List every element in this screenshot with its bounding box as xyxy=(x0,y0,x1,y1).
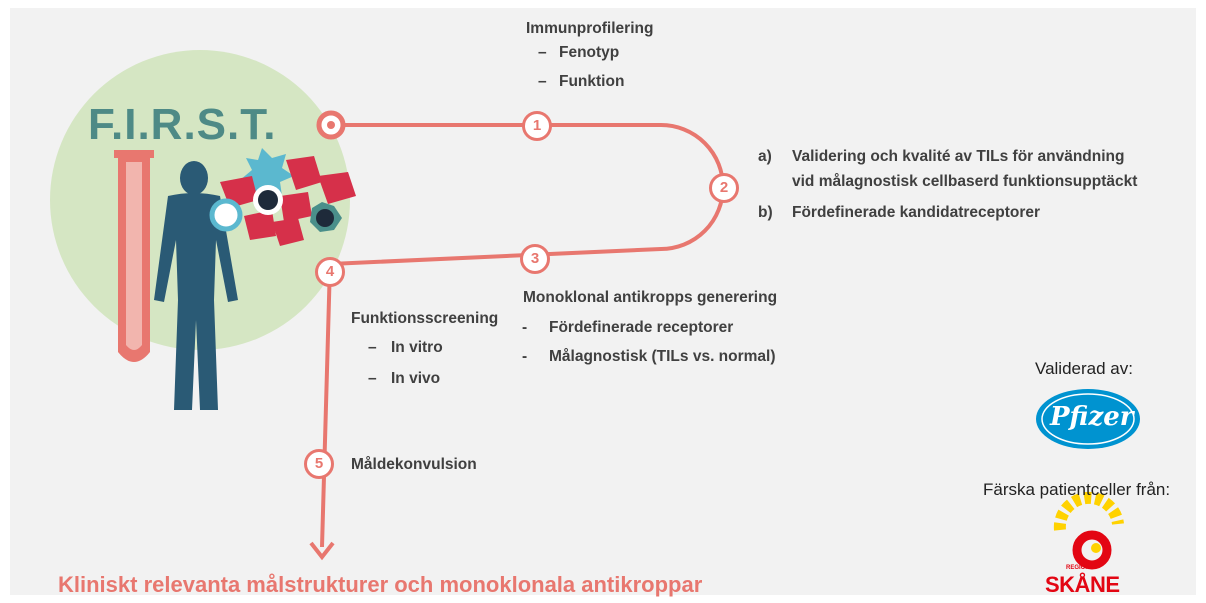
cells-label: Färska patientceller från: xyxy=(983,480,1171,499)
step-4-item: In vitro xyxy=(391,339,443,356)
step-3-item: Målagnostisk (TILs vs. normal) xyxy=(549,348,776,365)
skane-region-text: REGION xyxy=(1066,565,1090,571)
step-5-badge: 5 xyxy=(304,449,334,479)
step-2-badge: 2 xyxy=(709,173,739,203)
step-1-item: Fenotyp xyxy=(559,44,620,61)
step-2-a-marker: a) xyxy=(758,148,772,165)
step-1-heading: Immunprofilering xyxy=(526,20,654,37)
step-1-dash: – xyxy=(538,44,547,61)
test-tube-rim xyxy=(114,150,154,158)
step-2-b-text: Fördefinerade kandidatreceptorer xyxy=(792,204,1041,221)
step-2-b-marker: b) xyxy=(758,204,773,221)
step-4-heading: Funktionsscreening xyxy=(351,310,499,327)
footer-conclusion: Kliniskt relevanta målstrukturer och mon… xyxy=(58,572,703,597)
step-2-a-line2: vid målagnostisk cellbaserd funktionsupp… xyxy=(792,173,1138,190)
pfizer-logo xyxy=(1036,389,1140,449)
step-1-dash: – xyxy=(538,73,547,90)
step-4-badge: 4 xyxy=(315,257,345,287)
cell-cluster-icon xyxy=(209,148,356,246)
step-3-heading: Monoklonal antikropps generering xyxy=(523,289,778,306)
step-3-badge: 3 xyxy=(520,244,550,274)
step-4-item: In vivo xyxy=(391,370,441,387)
step-3-hyphen: - xyxy=(522,348,528,365)
step-4-dash: – xyxy=(368,370,377,387)
step-5-heading: Måldekonvulsion xyxy=(351,456,477,473)
skane-logo xyxy=(1053,491,1124,570)
step-3-hyphen: - xyxy=(522,319,528,336)
step-1-badge: 1 xyxy=(522,111,552,141)
first-title: F.I.R.S.T. xyxy=(88,100,277,149)
end-arrow-icon xyxy=(309,541,335,561)
step-3-item: Fördefinerade receptorer xyxy=(549,319,734,336)
validated-label: Validerad av: xyxy=(1035,359,1133,378)
pfizer-logo-text: Pfizer xyxy=(1050,402,1134,432)
skane-name-text: SKÅNE xyxy=(1045,572,1120,597)
step-2-a-line1: Validering och kvalité av TILs för använ… xyxy=(792,148,1125,165)
step-4-dash: – xyxy=(368,339,377,356)
step-1-item: Funktion xyxy=(559,73,625,90)
human-figure-icon xyxy=(154,161,238,410)
